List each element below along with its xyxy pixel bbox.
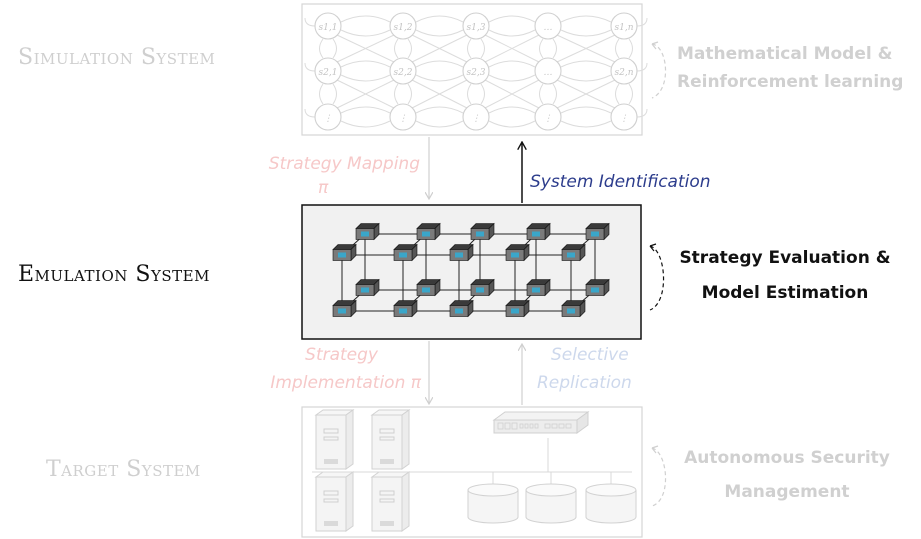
simulation-note-line2: Reinforcement learning	[677, 72, 903, 92]
markov-state-node: s1,3	[462, 12, 490, 40]
database-icon	[525, 483, 577, 524]
markov-state-node: s2,2	[389, 57, 417, 85]
emulation-self-loop	[649, 245, 665, 311]
strategy-mapping-pi: π	[318, 178, 329, 198]
markov-state-node: ⋮	[534, 103, 562, 131]
network-switch	[492, 411, 590, 434]
markov-state-label: ⋮	[472, 114, 481, 124]
markov-chain-box: s1,1 s1,2 s1,3 … s1,n s2,1 s2,2 s2,3 … s2,n ⋮ ⋮ ⋮ ⋮ ⋮	[301, 3, 648, 136]
markov-state-node: s2,n	[610, 57, 638, 85]
markov-state-node: s1,1	[314, 12, 342, 40]
emulated-node-icon	[561, 299, 586, 318]
server-icon	[370, 471, 411, 532]
markov-state-label: ⋮	[620, 114, 629, 124]
emulated-node-icon	[332, 243, 357, 262]
system-identification-label: System Identification	[530, 172, 711, 192]
emulation-system-title: Emulation System	[18, 262, 210, 287]
markov-state-node: …	[534, 57, 562, 85]
emulated-node-icon	[355, 222, 380, 241]
markov-state-label: s1,2	[394, 23, 413, 33]
emulated-node-icon	[585, 278, 610, 297]
emulated-node-icon	[585, 222, 610, 241]
database-icon	[585, 483, 637, 524]
markov-state-label: ⋮	[544, 114, 553, 124]
simulation-note-line1: Mathematical Model &	[677, 44, 893, 64]
markov-state-node: s2,1	[314, 57, 342, 85]
target-note-line2: Management	[724, 482, 849, 502]
emulated-node-icon	[526, 278, 551, 297]
emulated-node-icon	[449, 299, 474, 318]
markov-state-label: s2,1	[319, 68, 338, 78]
emulation-network-box	[301, 204, 642, 340]
markov-state-label: s1,1	[319, 23, 338, 33]
emulated-node-icon	[470, 222, 495, 241]
selective-replication-line2: Replication	[537, 373, 632, 393]
markov-state-node: …	[534, 12, 562, 40]
simulation-self-loop	[651, 43, 667, 99]
markov-state-label: ⋮	[324, 114, 333, 124]
emulated-node-icon	[449, 243, 474, 262]
selective-replication-line1: Selective	[551, 345, 629, 365]
markov-state-label: s1,n	[614, 23, 633, 33]
server-icon	[314, 409, 355, 470]
emulated-node-icon	[470, 278, 495, 297]
markov-state-node: ⋮	[610, 103, 638, 131]
simulation-system-title: Simulation System	[18, 45, 215, 70]
target-infrastructure-box	[301, 406, 643, 538]
markov-state-node: s1,2	[389, 12, 417, 40]
emulated-node-icon	[505, 243, 530, 262]
server-icon	[314, 471, 355, 532]
markov-state-node: s2,3	[462, 57, 490, 85]
emulated-node-icon	[416, 222, 441, 241]
markov-state-label: s1,3	[467, 23, 486, 33]
markov-state-node: ⋮	[314, 103, 342, 131]
emulated-node-icon	[355, 278, 380, 297]
emulation-note-line2: Model Estimation	[702, 283, 869, 303]
strategy-mapping-label: Strategy Mapping	[269, 154, 420, 174]
server-icon	[370, 409, 411, 470]
database-icon	[467, 483, 519, 524]
target-note-line1: Autonomous Security	[684, 448, 890, 468]
target-system-title: Target System	[46, 457, 201, 482]
strategy-implementation-line2: Implementation π	[270, 373, 421, 393]
emulation-note-line1: Strategy Evaluation &	[679, 248, 890, 268]
markov-state-node: s1,n	[610, 12, 638, 40]
emulated-node-icon	[393, 243, 418, 262]
emulated-node-icon	[332, 299, 357, 318]
emulated-node-icon	[526, 222, 551, 241]
markov-state-label: s2,2	[394, 68, 413, 78]
markov-state-label: …	[544, 23, 553, 33]
emulated-node-icon	[561, 243, 586, 262]
markov-state-node: ⋮	[389, 103, 417, 131]
emulated-node-icon	[505, 299, 530, 318]
markov-state-label: s2,n	[614, 68, 633, 78]
markov-state-label: s2,3	[467, 68, 486, 78]
emulated-node-icon	[416, 278, 441, 297]
markov-state-node: ⋮	[462, 103, 490, 131]
markov-state-label: …	[544, 68, 553, 78]
emulated-node-icon	[393, 299, 418, 318]
markov-state-label: ⋮	[399, 114, 408, 124]
strategy-implementation-line1: Strategy	[305, 345, 379, 365]
target-self-loop	[651, 447, 667, 507]
